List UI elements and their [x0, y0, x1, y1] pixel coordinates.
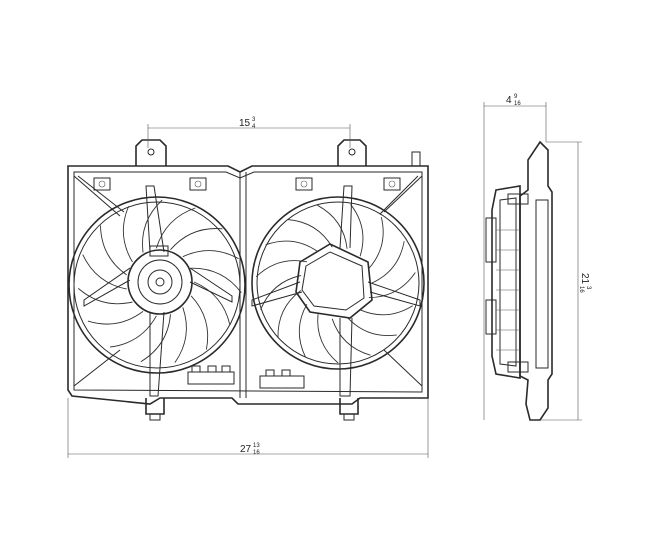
left-fan-blade — [78, 288, 133, 305]
right-fan-blade — [287, 219, 333, 248]
left-fan-blade — [87, 311, 144, 325]
left-fan-blade — [82, 254, 127, 290]
dim-top-num: 3 — [252, 117, 256, 123]
side-view: 4 9 16 21 3 16 — [483, 94, 591, 421]
right-fan-blade — [260, 275, 301, 310]
right-fan-motor — [295, 243, 373, 319]
left-fan-blade — [122, 206, 133, 263]
dim-height-den: 16 — [578, 286, 584, 293]
right-fan-blade — [298, 303, 308, 358]
left-fan-blade — [170, 228, 223, 250]
mounting-tab-right — [337, 139, 367, 166]
shroud-clips — [93, 177, 401, 191]
dim-width-whole: 27 — [240, 444, 252, 455]
dim-top-whole: 15 — [239, 118, 251, 129]
right-fan-blade — [265, 240, 319, 253]
dim-width-den: 16 — [253, 450, 260, 456]
left-fan-blade — [191, 267, 242, 293]
dim-height-num: 3 — [585, 286, 591, 290]
dimension-top-width: 15 3 4 — [147, 117, 351, 148]
dim-depth-den: 16 — [514, 101, 521, 107]
left-fan-blade — [110, 315, 157, 348]
left-fan-blade — [182, 250, 239, 260]
left-fan-blade — [100, 225, 127, 276]
left-fan-blade — [193, 281, 231, 326]
right-fan-blade — [317, 204, 348, 249]
dimension-overall-width: 27 13 16 — [67, 398, 429, 458]
shroud-outline — [67, 165, 429, 405]
right-fan — [251, 185, 425, 397]
side-profile-motor — [491, 185, 521, 379]
left-fan-blade — [140, 314, 171, 363]
dim-depth-whole: 4 — [506, 95, 512, 106]
left-fan — [68, 185, 246, 397]
right-fan-blade — [350, 204, 364, 257]
mounting-tab-left — [135, 139, 167, 166]
right-fan-blade — [317, 314, 339, 364]
right-fan-blade — [346, 316, 397, 336]
left-fan-blade — [174, 307, 187, 363]
left-fan-blade — [155, 207, 196, 249]
right-fan-blade — [359, 305, 413, 316]
dimension-depth: 4 9 16 — [483, 94, 547, 420]
right-fan-blade — [331, 318, 371, 356]
dim-height-whole: 21 — [579, 273, 590, 285]
wire-connectors — [187, 365, 305, 389]
side-profile-shroud — [519, 140, 553, 421]
dimension-height: 21 3 16 — [540, 141, 591, 421]
dim-width-num: 13 — [253, 443, 260, 449]
left-fan-blade — [190, 295, 209, 350]
right-fan-blade — [368, 216, 384, 269]
left-fan-blade — [142, 199, 163, 253]
right-fan-blade — [371, 241, 405, 284]
left-fan-motor — [127, 249, 193, 315]
dim-top-den: 4 — [252, 124, 256, 130]
dim-depth-num: 9 — [514, 94, 518, 100]
front-view: 15 3 4 27 13 16 — [67, 117, 429, 458]
